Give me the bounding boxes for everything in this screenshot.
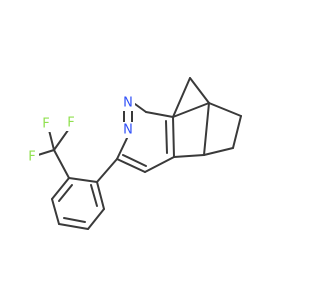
bonds [37, 77, 242, 230]
nitrogen-atom-2: N [123, 123, 133, 138]
f1-label-bg [64, 115, 78, 131]
bond-ph6-ph1-inner [90, 184, 98, 207]
bond-c3-c4-inner [122, 154, 147, 167]
bond-c-f3 [48, 129, 55, 151]
molecule-drawing: N N F F F [25, 77, 242, 230]
bond-ph1-ph2 [68, 177, 98, 183]
bond-ch2-ch2 [232, 115, 242, 149]
structure-canvas: N N F F F [25, 77, 242, 230]
f3-label-bg [39, 116, 53, 132]
bond-c8a-c8 [145, 111, 174, 118]
atom-labels: N N F F F [25, 95, 135, 165]
f2-label-bg [25, 149, 39, 165]
n1-label-bg [121, 95, 135, 111]
bond-ph5-ph6 [87, 208, 105, 230]
bond-c4a-c8a-inner [165, 120, 168, 154]
bond-c4-c4a [144, 156, 175, 173]
bond-bridge-left [172, 77, 191, 118]
bond-c4a-bridgehead-bottom [173, 154, 205, 158]
bond-ph2-ph3-inner [58, 184, 73, 202]
bond-top-ch2 [208, 102, 242, 117]
bond-bridgeheads [203, 102, 210, 156]
bond-ph4-ph5-inner [63, 217, 86, 223]
bond-n1-c8a [134, 103, 147, 113]
bond-ph2-cf3 [53, 149, 70, 179]
bond-c3-c4 [116, 158, 146, 173]
bond-n2-c3 [116, 135, 129, 160]
bond-ph3-ph4 [51, 198, 60, 225]
bond-c3-phenyl [96, 158, 118, 183]
bond-c4a-c8a [172, 116, 175, 158]
bond-bottom-ch2 [203, 147, 234, 156]
bond-c-f2 [37, 149, 55, 156]
bond-ph2-ph3 [51, 177, 70, 200]
bond-bridge-right [189, 77, 210, 104]
fluorine-atom-2: F [28, 150, 35, 165]
n2-label-bg [121, 122, 135, 138]
bond-c8-bridgehead-top [172, 102, 210, 118]
fluorine-atom-1: F [67, 116, 74, 131]
bond-ph4-ph5 [58, 223, 89, 230]
nitrogen-atom-1: N [123, 96, 133, 111]
bond-ph6-ph1 [96, 181, 105, 210]
fluorine-atom-3: F [42, 117, 49, 132]
